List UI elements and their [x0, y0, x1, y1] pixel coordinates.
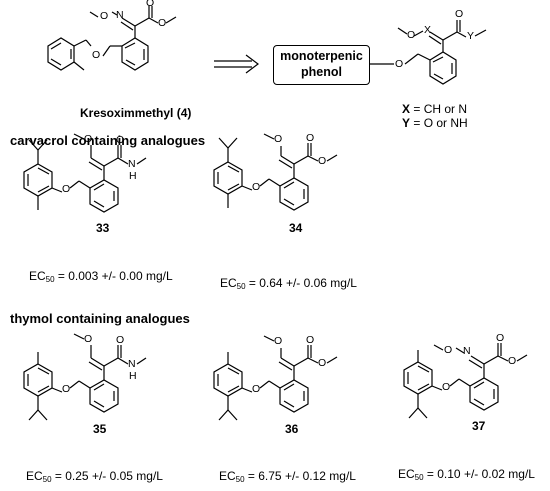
- ec50-value: EC50 = 0.10 +/- 0.02 mg/L: [398, 467, 535, 482]
- ec50-value: EC50 = 0.64 +/- 0.06 mg/L: [220, 276, 357, 291]
- atom-O: O: [100, 10, 109, 22]
- atom-O: O: [62, 383, 71, 395]
- atom-O: O: [146, 0, 155, 9]
- section-thymol: thymol containing analogues: [10, 311, 190, 326]
- compound-34-structure: [213, 133, 338, 211]
- compound-37-structure: [403, 343, 528, 419]
- compound-number: 34: [289, 221, 303, 235]
- atom-N: N: [128, 158, 136, 170]
- atom-H: H: [129, 370, 137, 382]
- monoterpenic-phenol-box: [273, 45, 370, 85]
- atom-O: O: [455, 8, 464, 20]
- compound-35-structure: [23, 333, 147, 421]
- retro-arrow: [214, 54, 259, 74]
- x-definition: X = CH or N: [402, 102, 468, 116]
- ec50-value: EC50 = 0.003 +/- 0.00 mg/L: [29, 269, 173, 284]
- atom-Y: Y: [467, 30, 475, 42]
- atom-O: O: [274, 133, 283, 145]
- atom-O: O: [84, 133, 93, 145]
- atom-O: O: [407, 29, 416, 41]
- box-line-1: monoterpenic: [280, 49, 363, 63]
- atom-O: O: [274, 335, 283, 347]
- ec50-value: EC50 = 0.25 +/- 0.05 mg/L: [26, 469, 163, 484]
- atom-O: O: [252, 383, 261, 395]
- atom-O: O: [318, 155, 327, 167]
- compound-number: 37: [472, 419, 486, 433]
- atom-O: O: [306, 132, 315, 144]
- atom-O: O: [442, 381, 451, 393]
- kresoxim-structure: [47, 6, 177, 71]
- atom-O: O: [496, 332, 505, 344]
- section-carvacrol: carvacrol containing analogues: [10, 133, 206, 148]
- atom-O: O: [92, 49, 101, 61]
- atom-N: N: [128, 358, 136, 370]
- atom-O: O: [444, 344, 453, 356]
- atom-O: O: [252, 181, 261, 193]
- y-definition: Y = O or NH: [402, 116, 468, 130]
- compound-33-structure: [23, 133, 147, 213]
- atom-H: H: [129, 170, 137, 182]
- atom-O: O: [62, 183, 71, 195]
- atom-X: X: [424, 24, 432, 36]
- atom-O: O: [306, 334, 315, 346]
- kresoxim-label: Kresoximmethyl (4): [80, 106, 192, 120]
- atom-N: N: [116, 9, 124, 21]
- box-line-2: phenol: [301, 65, 342, 79]
- compound-number: 35: [93, 422, 107, 436]
- ec50-value: EC50 = 6.75 +/- 0.12 mg/L: [219, 469, 356, 484]
- compound-number: 36: [285, 422, 299, 436]
- general-structure: [370, 20, 487, 85]
- atom-O: O: [158, 17, 167, 29]
- atom-O: O: [395, 58, 404, 70]
- atom-O: O: [116, 134, 125, 146]
- atom-O: O: [116, 334, 125, 346]
- atom-N: N: [463, 345, 471, 357]
- atom-O: O: [84, 333, 93, 345]
- compound-number: 33: [96, 221, 110, 235]
- atom-O: O: [508, 355, 517, 367]
- atom-O: O: [318, 357, 327, 369]
- compound-36-structure: [213, 335, 338, 421]
